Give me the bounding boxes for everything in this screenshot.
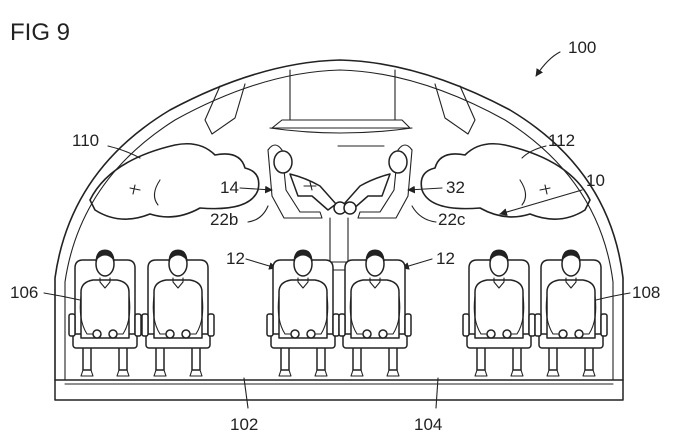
ref-leader-104	[435, 377, 439, 409]
passenger-seat-6	[534, 249, 608, 377]
overhead-bin-right-inner	[519, 179, 551, 206]
ceiling-panel	[269, 127, 413, 147]
ref-leader-102	[243, 377, 249, 409]
figure-title: FIG 9	[10, 19, 70, 46]
passenger-seat-2	[141, 249, 215, 377]
ceiling-frame-right	[434, 83, 476, 135]
ref-label-12-left: 12	[226, 249, 245, 268]
ref-leader-110	[107, 145, 141, 159]
ref-arrow-14	[239, 185, 273, 194]
overhead-bin-left	[89, 142, 260, 220]
ref-label-22c: 22c	[438, 210, 466, 229]
ref-leader-22b	[247, 205, 269, 223]
ref-arrow-12-left	[245, 258, 277, 270]
ref-label-102: 102	[230, 415, 258, 434]
fuselage-outer-shell	[54, 59, 624, 381]
ref-arrow-32	[407, 185, 443, 194]
ref-arrow-100	[535, 51, 561, 77]
ceiling-strut-center	[271, 69, 411, 129]
ref-leader-106	[43, 292, 81, 301]
ref-leader-112	[521, 145, 547, 159]
ref-label-106: 106	[10, 283, 38, 302]
ref-label-22b: 22b	[210, 210, 238, 229]
passenger-seat-1	[68, 249, 142, 377]
ref-arrow-10	[499, 189, 583, 216]
ref-label-112: 112	[548, 131, 575, 150]
ref-leader-22c	[411, 205, 437, 223]
ref-label-14: 14	[220, 178, 239, 197]
upper-deck-berth	[267, 144, 413, 271]
passenger-seat-3	[266, 249, 340, 377]
ref-label-12-right: 12	[436, 249, 455, 268]
ref-arrow-12-right	[401, 258, 433, 270]
ref-label-10: 10	[586, 171, 605, 190]
cabin-floor	[54, 379, 624, 401]
ceiling-frame-left	[204, 83, 246, 135]
ref-label-32: 32	[446, 178, 465, 197]
ref-label-110: 110	[72, 131, 99, 150]
ref-leader-108	[595, 292, 631, 301]
passenger-seat-4	[338, 249, 412, 377]
ref-label-104: 104	[414, 415, 442, 434]
overhead-bin-right	[420, 142, 591, 220]
ref-label-100: 100	[568, 38, 596, 57]
overhead-bin-left-inner	[129, 179, 161, 206]
passenger-seat-5	[462, 249, 536, 377]
ref-label-108: 108	[632, 283, 660, 302]
